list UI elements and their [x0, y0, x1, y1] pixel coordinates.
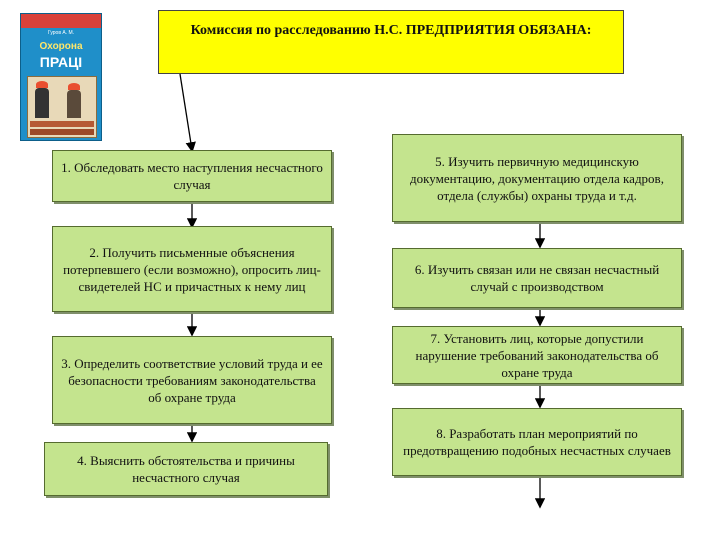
step-1-box: 1. Обследовать место наступления несчаст…: [52, 150, 332, 202]
worker-figure-icon: [67, 90, 81, 118]
cover-illustration: [27, 76, 97, 138]
cover-author: Гуров А. М.: [47, 30, 75, 36]
step-4-text: 4. Выяснить обстоятельства и причины нес…: [77, 453, 295, 485]
step-3-text: 3. Определить соответствие условий труда…: [61, 355, 323, 405]
step-2-text: 2. Получить письменные объяснения потерп…: [63, 244, 321, 294]
step-8-box: 8. Разработать план мероприятий по предо…: [392, 408, 682, 476]
diagram-title: Комиссия по расследованию Н.С. ПРЕДПРИЯТ…: [158, 10, 624, 74]
brick-row-icon: [30, 121, 94, 127]
step-3-box: 3. Определить соответствие условий труда…: [52, 336, 332, 424]
diagram-title-text: Комиссия по расследованию Н.С. ПРЕДПРИЯТ…: [190, 23, 592, 38]
step-6-text: 6. Изучить связан или не связан несчастн…: [414, 262, 660, 294]
step-6-box: 6. Изучить связан или не связан несчастн…: [392, 248, 682, 308]
hard-hat-icon: [68, 83, 80, 90]
step-2-box: 2. Получить письменные объяснения потерп…: [52, 226, 332, 312]
step-7-box: 7. Установить лиц, которые допустили нар…: [392, 326, 682, 384]
worker-figure-icon: [35, 88, 49, 118]
arrow-header-to-step1: [179, 73, 196, 153]
cover-title-line1: Охорона: [39, 41, 83, 52]
step-8-text: 8. Разработать план мероприятий по предо…: [403, 426, 671, 458]
brick-row-icon: [30, 129, 94, 135]
step-1-text: 1. Обследовать место наступления несчаст…: [61, 160, 323, 192]
cover-title-line2: ПРАЦІ: [39, 54, 83, 70]
cover-top-band: [21, 14, 101, 28]
step-5-text: 5. Изучить первичную медицинскую докумен…: [410, 153, 664, 203]
step-7-text: 7. Установить лиц, которые допустили нар…: [415, 330, 659, 380]
hard-hat-icon: [36, 81, 48, 88]
step-5-box: 5. Изучить первичную медицинскую докумен…: [392, 134, 682, 222]
book-cover-image: Гуров А. М. Охорона ПРАЦІ: [20, 13, 102, 141]
step-4-box: 4. Выяснить обстоятельства и причины нес…: [44, 442, 328, 496]
